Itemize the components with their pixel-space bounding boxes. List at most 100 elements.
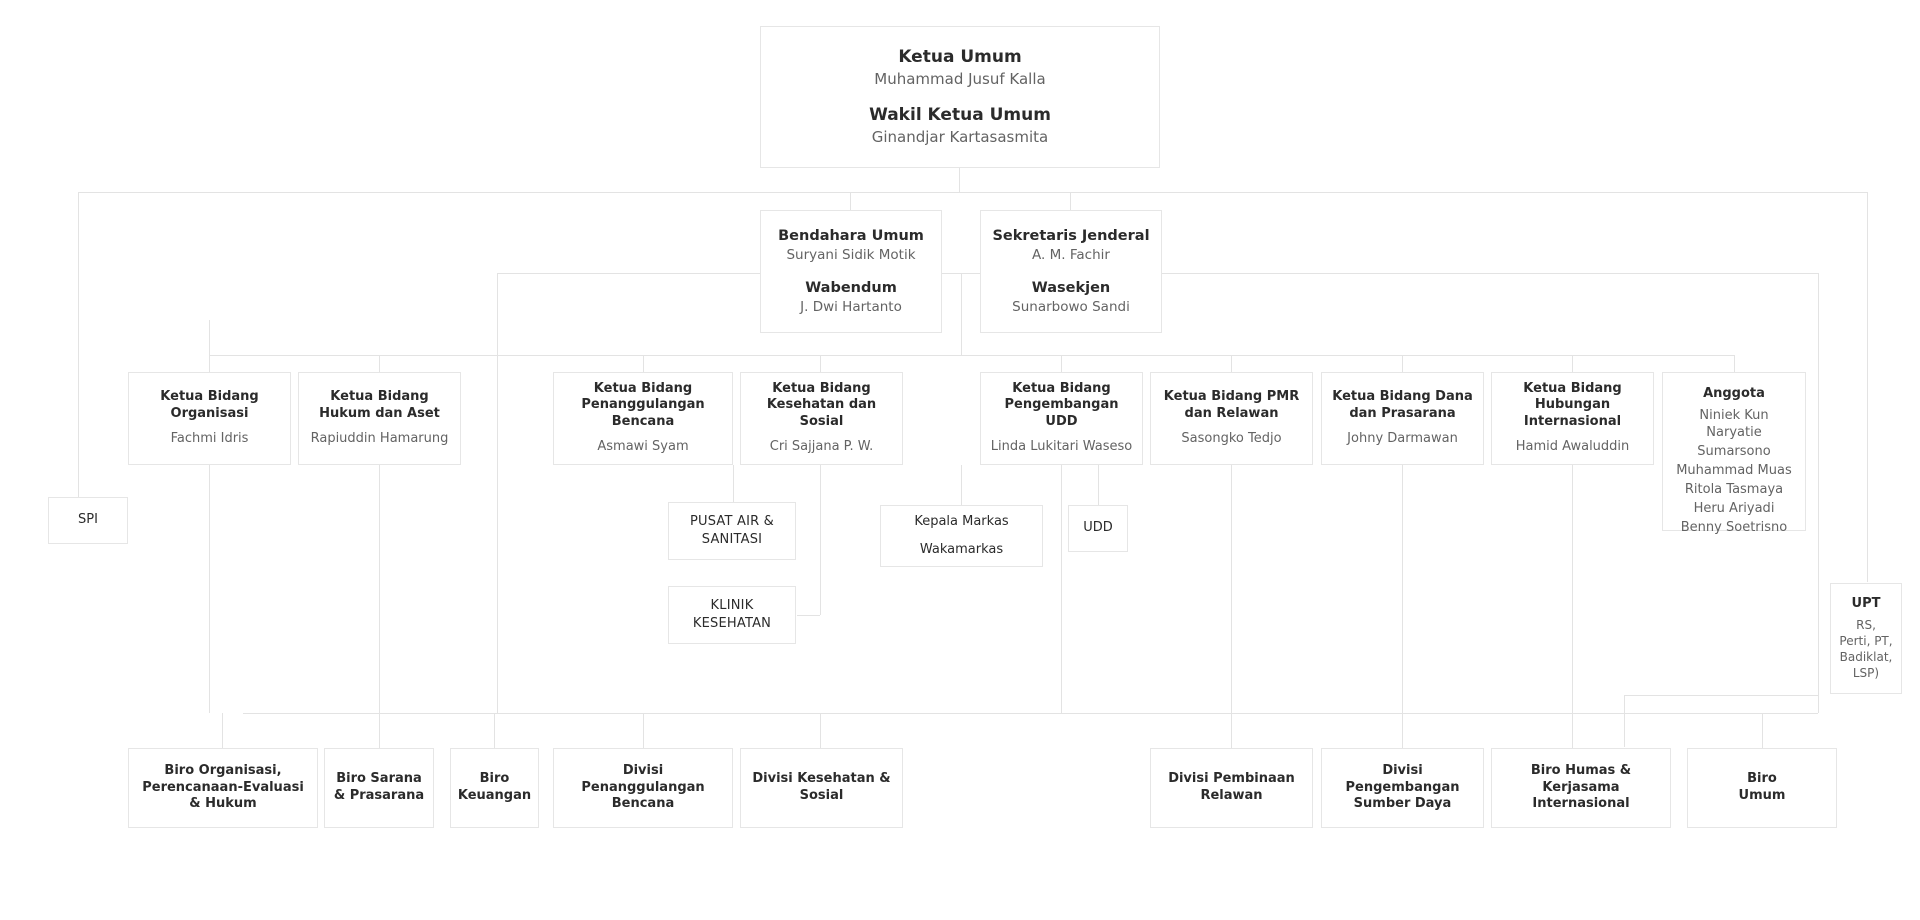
connector-udd-stem: [1098, 465, 1099, 505]
node-kepala-markas[interactable]: Kepala Markas Wakamarkas: [880, 505, 1043, 567]
node-pusat-air-sanitasi[interactable]: PUSAT AIR & SANITASI: [668, 502, 796, 560]
biro-5-line-1: Relawan: [1200, 788, 1263, 803]
connector-bus-d: [243, 713, 1818, 714]
biro-2-line-0: Biro: [479, 771, 510, 787]
connector-biro-6-drop: [1231, 713, 1232, 748]
bidang-7-title: Ketua Bidang Hubungan Internasional: [1523, 381, 1622, 429]
connector-kesehatan-to-klinik: [820, 465, 821, 615]
wabendum-name: J. Dwi Hartanto: [800, 298, 902, 315]
node-bidang-hubungan-internasional[interactable]: Ketua Bidang Hubungan Internasional Hami…: [1491, 372, 1654, 465]
node-biro-sarana-prasarana[interactable]: Biro Sarana & Prasarana: [324, 748, 434, 828]
node-biro-umum[interactable]: Biro Umum: [1687, 748, 1837, 828]
sekjen-title: Sekretaris Jenderal: [992, 227, 1150, 244]
bidang-6-title: Ketua Bidang Dana dan Prasarana: [1332, 389, 1473, 421]
connector-bidang2-down: [379, 465, 380, 713]
biro-6-line-1: Sumber Daya: [1353, 796, 1452, 812]
connector-anggota-drop: [1734, 355, 1735, 372]
biro-0-line-1: Perencanaan-Evaluasi: [142, 779, 304, 795]
connector-biro-8-drop: [1572, 713, 1573, 748]
node-bidang-organisasi[interactable]: Ketua Bidang Organisasi Fachmi Idris: [128, 372, 291, 465]
connector-upt-rail: [1624, 695, 1818, 696]
biro-1-line-0: Biro Sarana: [336, 771, 422, 787]
biro-7-line-1: Internasional: [1532, 796, 1630, 812]
node-spi[interactable]: SPI: [48, 497, 128, 544]
node-sekretaris-jenderal[interactable]: Sekretaris Jenderal A. M. Fachir Wasekje…: [980, 210, 1162, 333]
connector-bidang6-down: [1231, 465, 1232, 713]
connector-sekjen-drop: [1070, 192, 1071, 210]
upt-detail: RS, Perti, PT, Badiklat, LSP): [1839, 617, 1893, 681]
bidang-4-title: Ketua Bidang Pengembangan UDD: [1004, 381, 1119, 429]
node-divisi-penanggulangan-bencana[interactable]: Divisi Penanggulangan Bencana: [553, 748, 733, 828]
anggota-member-0: Niniek Kun Naryatie: [1699, 408, 1769, 441]
biro-7-line-0: Biro Humas & Kerjasama: [1530, 762, 1632, 795]
connector-busc-feed-left: [209, 320, 210, 356]
connector-bidang-6-drop: [1231, 355, 1232, 372]
klinik-line-1: KESEHATAN: [692, 615, 772, 631]
sekjen-role-0: Sekretaris Jenderal A. M. Fachir: [992, 227, 1149, 265]
connector-bidang-2-drop: [379, 355, 380, 372]
exec-role-0: Ketua Umum Muhammad Jusuf Kalla: [874, 47, 1045, 90]
upt-title: UPT: [1851, 595, 1881, 611]
markas-line-0: Kepala Markas: [914, 513, 1009, 529]
anggota-member-1: Sumarsono: [1697, 444, 1771, 460]
biro-1-line-1: & Prasarana: [333, 788, 425, 803]
node-bidang-kesehatan-sosial[interactable]: Ketua Bidang Kesehatan dan Sosial Cri Sa…: [740, 372, 903, 465]
node-biro-organisasi[interactable]: Biro Organisasi, Perencanaan-Evaluasi & …: [128, 748, 318, 828]
connector-busb-right-drop: [1818, 273, 1819, 713]
connector-spi-drop: [78, 192, 79, 497]
bendahara-role-0: Bendahara Umum Suryani Sidik Motik: [778, 227, 924, 265]
connector-bencana-to-pusatair: [733, 465, 734, 502]
node-klinik-kesehatan[interactable]: KLINIK KESEHATAN: [668, 586, 796, 644]
node-bidang-pmr-relawan[interactable]: Ketua Bidang PMR dan Relawan Sasongko Te…: [1150, 372, 1313, 465]
connector-bidang1-down: [209, 465, 210, 713]
biro-2-line-1: Keuangan: [457, 788, 532, 803]
connector-biro-7-drop: [1402, 713, 1403, 748]
node-divisi-pengembangan-sumber-daya[interactable]: Divisi Pengembangan Sumber Daya: [1321, 748, 1484, 828]
biro-6-line-0: Divisi Pengembangan: [1345, 762, 1460, 795]
node-upt[interactable]: UPT RS, Perti, PT, Badiklat, LSP): [1830, 583, 1902, 694]
bidang-5-name: Sasongko Tedjo: [1181, 430, 1282, 446]
bendahara-title: Bendahara Umum: [778, 227, 924, 244]
pusat-air-line-0: PUSAT AIR &: [689, 514, 775, 530]
connector-exec-stem: [959, 168, 960, 192]
anggota-title: Anggota: [1703, 386, 1765, 401]
biro-3-line-0: Divisi Penanggulangan: [581, 762, 705, 795]
connector-right-edge-drop: [1867, 192, 1868, 582]
bidang-1-title: Ketua Bidang Hukum dan Aset: [319, 389, 440, 421]
biro-8-line-0: Biro: [1747, 771, 1777, 787]
exec-name-0: Muhammad Jusuf Kalla: [874, 70, 1046, 88]
exec-name-1: Ginandjar Kartasasmita: [871, 127, 1049, 146]
anggota-member-4: Heru Ariyadi: [1693, 500, 1775, 516]
node-bidang-penanggulangan-bencana[interactable]: Ketua Bidang Penanggulangan Bencana Asma…: [553, 372, 733, 465]
connector-biro-4-drop: [643, 713, 644, 748]
anggota-member-3: Ritola Tasmaya: [1684, 481, 1784, 497]
wasekjen-name: Sunarbowo Sandi: [1012, 298, 1130, 315]
connector-klinik-tie: [797, 615, 820, 616]
bidang-0-name: Fachmi Idris: [170, 430, 249, 446]
node-divisi-kesehatan-sosial[interactable]: Divisi Kesehatan & Sosial: [740, 748, 903, 828]
wasekjen-title: Wasekjen: [1031, 279, 1111, 296]
bidang-2-title: Ketua Bidang Penanggulangan Bencana: [581, 381, 705, 429]
connector-busc-feed-mid: [961, 273, 962, 356]
node-executive[interactable]: Ketua Umum Muhammad Jusuf Kalla Wakil Ke…: [760, 26, 1160, 168]
connector-biro-2-drop: [379, 713, 380, 748]
connector-bidang-3-drop: [643, 355, 644, 372]
node-bidang-dana-prasarana[interactable]: Ketua Bidang Dana dan Prasarana Johny Da…: [1321, 372, 1484, 465]
node-udd[interactable]: UDD: [1068, 505, 1128, 552]
biro-5-line-0: Divisi Pembinaan: [1168, 771, 1295, 787]
klinik-line-0: KLINIK: [710, 598, 754, 614]
connector-busb-left-drop: [497, 273, 498, 713]
exec-role-1: Wakil Ketua Umum Ginandjar Kartasasmita: [869, 105, 1051, 148]
node-divisi-pembinaan-relawan[interactable]: Divisi Pembinaan Relawan: [1150, 748, 1313, 828]
connector-bidang-8-drop: [1572, 355, 1573, 372]
node-anggota[interactable]: Anggota Niniek Kun Naryatie Sumarsono Mu…: [1662, 372, 1806, 535]
node-bidang-pengembangan-udd[interactable]: Ketua Bidang Pengembangan UDD Linda Luki…: [980, 372, 1143, 465]
node-bidang-hukum-aset[interactable]: Ketua Bidang Hukum dan Aset Rapiuddin Ha…: [298, 372, 461, 465]
biro-8-line-1: Umum: [1738, 788, 1786, 803]
node-biro-keuangan[interactable]: Biro Keuangan: [450, 748, 539, 828]
node-biro-humas-kerjasama[interactable]: Biro Humas & Kerjasama Internasional: [1491, 748, 1671, 828]
node-bendahara-umum[interactable]: Bendahara Umum Suryani Sidik Motik Waben…: [760, 210, 942, 333]
markas-line-1: Wakamarkas: [919, 542, 1004, 557]
connector-markas-stem: [961, 465, 962, 505]
